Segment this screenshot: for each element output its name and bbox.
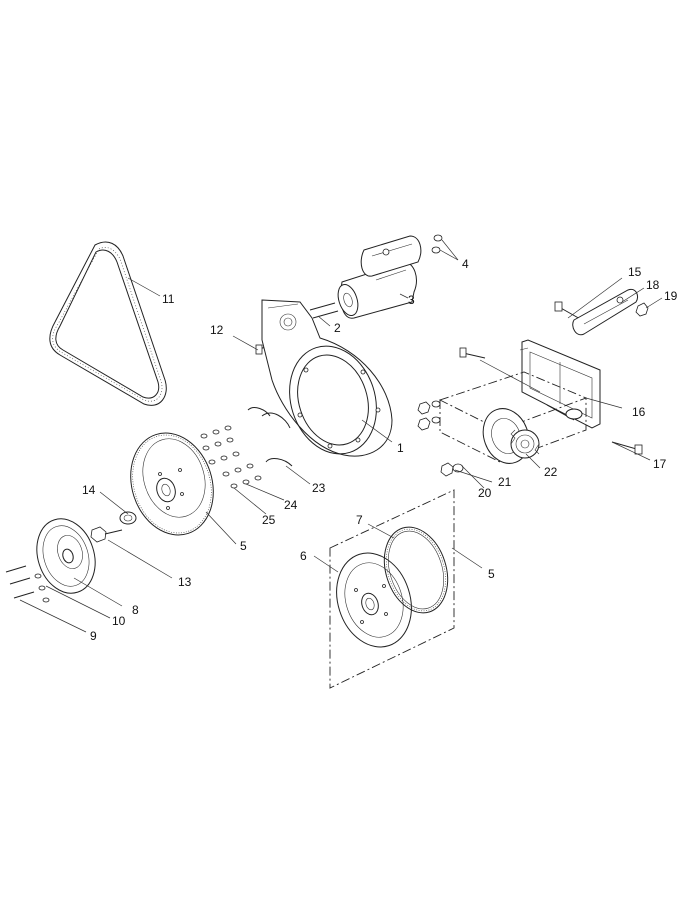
callout-5-flywheel: 5: [240, 539, 247, 553]
flywheel-housing: [261, 299, 393, 457]
bracket-nuts: [417, 400, 441, 431]
flywheel-bolts: [200, 425, 262, 489]
ring-gear: [383, 526, 449, 614]
flywheel: [130, 432, 214, 536]
callout-20: 20: [478, 486, 492, 500]
callout-17: 17: [653, 457, 667, 471]
callout-10: 10: [112, 614, 126, 628]
callout-9: 9: [90, 629, 97, 643]
callout-16: 16: [632, 405, 646, 419]
v-belt: [49, 241, 167, 406]
starter-motor: [337, 235, 422, 319]
callout-13: 13: [178, 575, 192, 589]
crankshaft-pulley: [36, 518, 96, 594]
starter-nuts: [431, 234, 443, 254]
leader-lines: [19, 239, 663, 633]
callout-24: 24: [284, 498, 298, 512]
callout-18: 18: [646, 278, 660, 292]
pulley-bolt: [90, 526, 123, 543]
alternator-bracket: [519, 339, 601, 429]
pilot-bushing: [119, 511, 137, 525]
callout-2: 2: [334, 321, 341, 335]
bracket-bolt: [459, 347, 486, 359]
callout-12: 12: [210, 323, 224, 337]
callout-1: 1: [397, 441, 404, 455]
alternator-pivot-bolt: [611, 441, 643, 455]
alternator-nut-washer: [440, 462, 464, 477]
callout-19: 19: [664, 289, 678, 303]
callout-labels: 1 2 3 4 5 5 6 7 8 9 10 11 12 13 14 15 16…: [82, 257, 678, 643]
pulley-screws: [5, 565, 50, 603]
callout-22: 22: [544, 465, 558, 479]
callout-11: 11: [162, 292, 175, 306]
flywheel-kit-outline: [329, 489, 455, 689]
callout-3: 3: [408, 293, 415, 307]
callout-14: 14: [82, 483, 96, 497]
alternator-strap: [554, 288, 649, 336]
alternator: [482, 408, 540, 464]
callout-4: 4: [462, 257, 469, 271]
retaining-clips: [247, 407, 293, 467]
callout-6: 6: [300, 549, 307, 563]
callout-25: 25: [262, 513, 276, 527]
callout-5-kit: 5: [488, 567, 495, 581]
callout-7: 7: [356, 513, 363, 527]
callout-23: 23: [312, 481, 326, 495]
flywheel-disc: [336, 552, 412, 648]
callout-15: 15: [628, 265, 642, 279]
callout-21: 21: [498, 475, 512, 489]
starter-studs: [309, 302, 339, 319]
callout-8: 8: [132, 603, 139, 617]
